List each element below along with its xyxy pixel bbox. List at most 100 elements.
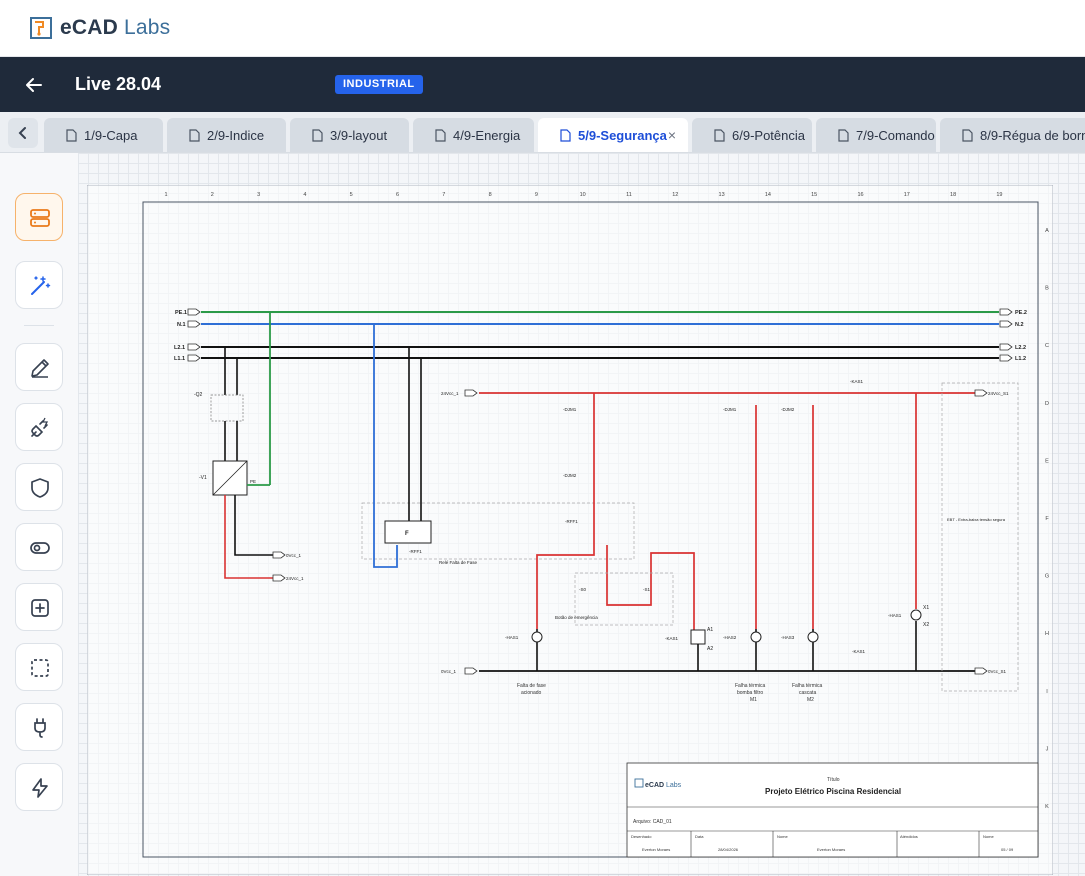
tab-label: 6/9-Potência: [732, 128, 805, 143]
label-rff1b: -RFF1: [565, 519, 578, 524]
label-has4: -HAS1: [888, 613, 902, 618]
label-has2: -HAS2: [723, 635, 737, 640]
tab-sheet-5[interactable]: 5/9-Segurança ×: [538, 118, 688, 152]
protection-button[interactable]: [15, 463, 63, 511]
column-label: 3: [257, 192, 260, 198]
svg-text:Data: Data: [695, 834, 704, 839]
tab-sheet-2[interactable]: 2/9-Indice: [167, 118, 286, 152]
row-label: C: [1045, 343, 1049, 349]
connector-button[interactable]: [15, 703, 63, 751]
layers-button[interactable]: [15, 193, 63, 241]
row-label: J: [1046, 746, 1049, 752]
column-label: 12: [672, 192, 678, 198]
control-24v-bus: 24Vcc_1 24Vcc_S1 0Vcc_1 0Vcc_S1: [441, 389, 1009, 675]
tab-sheet-4[interactable]: 4/9-Energia: [413, 118, 534, 152]
brand-name[interactable]: eCAD Labs: [60, 16, 171, 39]
document-icon: [962, 129, 973, 142]
label-24vcc-r: 24Vcc_S1: [988, 391, 1009, 396]
tab-label: 4/9-Energia: [453, 128, 521, 143]
label-v1: -V1: [199, 475, 207, 481]
document-icon: [189, 129, 200, 142]
lamp3-text-a: Falha térmica: [792, 683, 823, 689]
tab-sheet-7[interactable]: 7/9-Comando: [816, 118, 936, 152]
tab-label: 5/9-Segurança: [578, 128, 667, 143]
tab-sheet-6[interactable]: 6/9-Potência: [692, 118, 812, 152]
column-label: 18: [950, 192, 956, 198]
row-label: A: [1045, 228, 1049, 234]
add-component-button[interactable]: [15, 583, 63, 631]
tab-sheet-1[interactable]: 1/9-Capa: [44, 118, 163, 152]
control-chain: -DJM1 -DJM2 -RFF1 -S0 -S1 Botão de emerg…: [536, 379, 866, 671]
pencil-icon: [31, 359, 49, 378]
magic-wand-button[interactable]: [15, 261, 63, 309]
document-icon: [838, 129, 849, 142]
indicator-lamps: -HAS1 Falta de fase acionado -HAS2 -DJM1…: [505, 382, 1019, 703]
toggle-icon: [30, 542, 50, 554]
sheet-tabs: 1/9-Capa 2/9-Indice 3/9-layout 4/9-Energ…: [0, 112, 1085, 153]
label-0vcc-left: 0Vcc_1: [286, 553, 302, 558]
layers-icon: [30, 209, 50, 227]
svg-text:05 / 09: 05 / 09: [1001, 847, 1014, 852]
row-label: I: [1046, 689, 1048, 695]
bus-label-n-r: N.2: [1015, 322, 1024, 328]
draw-button[interactable]: [15, 343, 63, 391]
lamp3-text-c: M2: [807, 697, 814, 703]
svg-text:28/04/2026: 28/04/2026: [718, 847, 739, 852]
column-label: 1: [164, 192, 167, 198]
column-label: 14: [765, 192, 771, 198]
column-label: 4: [303, 192, 306, 198]
label-dim1: -DJM1: [563, 407, 577, 412]
svg-text:Desenhado: Desenhado: [631, 834, 652, 839]
bus-label-pe: PE.1: [175, 310, 187, 316]
connector-icon: [34, 718, 46, 738]
row-label: G: [1045, 574, 1049, 580]
label-q2: -Q2: [194, 392, 203, 398]
bus-label-l2: L2.1: [174, 345, 185, 351]
tab-sheet-3[interactable]: 3/9-layout: [290, 118, 409, 152]
bus-label-l2-r: L2.2: [1015, 345, 1026, 351]
document-icon: [714, 129, 725, 142]
column-label: 8: [489, 192, 492, 198]
select-area-button[interactable]: [15, 643, 63, 691]
svg-text:Aténdidos: Aténdidos: [900, 834, 918, 839]
label-botao: Botão de emergência: [555, 615, 598, 620]
titleblock-title-label: Título: [827, 777, 840, 783]
document-icon: [312, 129, 323, 142]
label-djm1-right: -DJM1: [723, 407, 737, 412]
label-a2: A2: [707, 646, 713, 652]
tab-label: 8/9-Régua de borne: [980, 128, 1085, 143]
column-label: 9: [535, 192, 538, 198]
back-arrow-icon[interactable]: [22, 73, 46, 97]
tab-label: 2/9-Indice: [207, 128, 265, 143]
tab-label: 7/9-Comando: [856, 128, 935, 143]
lamp1-text-a: Falta de fase: [517, 683, 546, 689]
row-label: F: [1045, 516, 1049, 522]
dashed-select-icon: [31, 659, 49, 677]
label-has3: -HAS3: [781, 635, 795, 640]
document-icon: [435, 129, 446, 142]
power-button[interactable]: [15, 763, 63, 811]
label-s0: -S0: [579, 587, 587, 592]
document-icon: [560, 129, 571, 142]
toggle-button[interactable]: [15, 523, 63, 571]
titleblock-title: Projeto Elétrico Piscina Residencial: [765, 787, 901, 796]
titleblock-file: Arquivo: CAD_01: [633, 819, 672, 825]
label-kas1-bottom: -KAS1: [852, 649, 866, 654]
plug-button[interactable]: [15, 403, 63, 451]
label-kas1: -KAS1: [665, 636, 679, 641]
column-label: 5: [350, 192, 353, 198]
ecad-logo-icon: [30, 17, 52, 39]
phase-failure-relay: F -RFF1 Relé Falta de Fase: [361, 324, 635, 568]
titleblock-logo: eCAD Labs: [645, 782, 682, 789]
bus-label-l1: L1.1: [174, 356, 185, 362]
power-supply-section: -Q2 -V1 PE 0Vcc_1 24Vcc_1: [194, 312, 304, 582]
tabs-scroll-left-button[interactable]: [8, 118, 38, 148]
close-tab-icon[interactable]: ×: [667, 127, 676, 143]
tab-sheet-8[interactable]: 8/9-Régua de borne: [940, 118, 1085, 152]
label-has1: -HAS1: [505, 635, 519, 640]
